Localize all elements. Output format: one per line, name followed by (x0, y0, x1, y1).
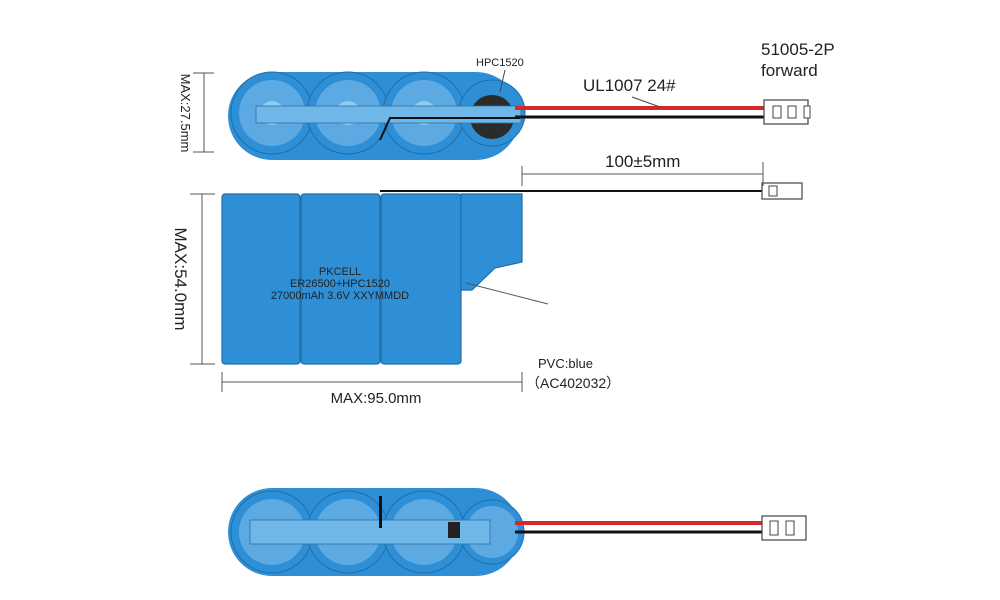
lead-length-dimension (521, 162, 764, 186)
length-dimension (221, 372, 523, 392)
bottom-divider-mark (379, 496, 382, 528)
capacitor-label: HPC1520 (476, 57, 524, 69)
side-view: PKCELL ER26500+HPC1520 27000mAh 3.6V XXY… (221, 182, 803, 365)
top-end-view (228, 69, 811, 160)
length-dim-label: MAX:95.0mm (331, 390, 422, 407)
bottom-end-view (228, 488, 807, 576)
side-cell-2 (300, 193, 381, 365)
label-spec: 27000mAh 3.6V XXYMMDD (271, 290, 409, 302)
pvc-label: PVC:blue (538, 356, 593, 371)
bottom-connector (761, 515, 807, 541)
wire-label-leader (631, 96, 661, 108)
product-label: PKCELL ER26500+HPC1520 27000mAh 3.6V XXY… (271, 266, 409, 302)
side-capacitor-tab (460, 193, 523, 291)
wire-spec-label: UL1007 24# (583, 76, 676, 95)
pvc-leader (465, 282, 549, 305)
side-connector (761, 182, 803, 200)
top-black-wire-route (379, 117, 520, 141)
side-cell-3 (380, 193, 462, 365)
label-model: ER26500+HPC1520 (290, 278, 390, 290)
bottom-solder-pad (448, 522, 460, 538)
top-connector (763, 99, 811, 125)
label-brand: PKCELL (319, 266, 361, 278)
connector-model-label: 51005-2P (761, 40, 835, 59)
bottom-capacitor-face (466, 506, 518, 558)
height-dimension (193, 72, 214, 153)
height-dim-label: MAX:27.5mm (178, 74, 193, 153)
lead-length-label: 100±5mm (605, 152, 680, 171)
side-cell-1 (221, 193, 301, 365)
connector-direction-label: forward (761, 61, 818, 80)
width-dimension (190, 193, 215, 365)
width-dim-label: MAX:54.0mm (171, 228, 190, 331)
pvc-code-label: （AC402032） (526, 375, 620, 391)
capacitor-label-leader (499, 69, 506, 93)
